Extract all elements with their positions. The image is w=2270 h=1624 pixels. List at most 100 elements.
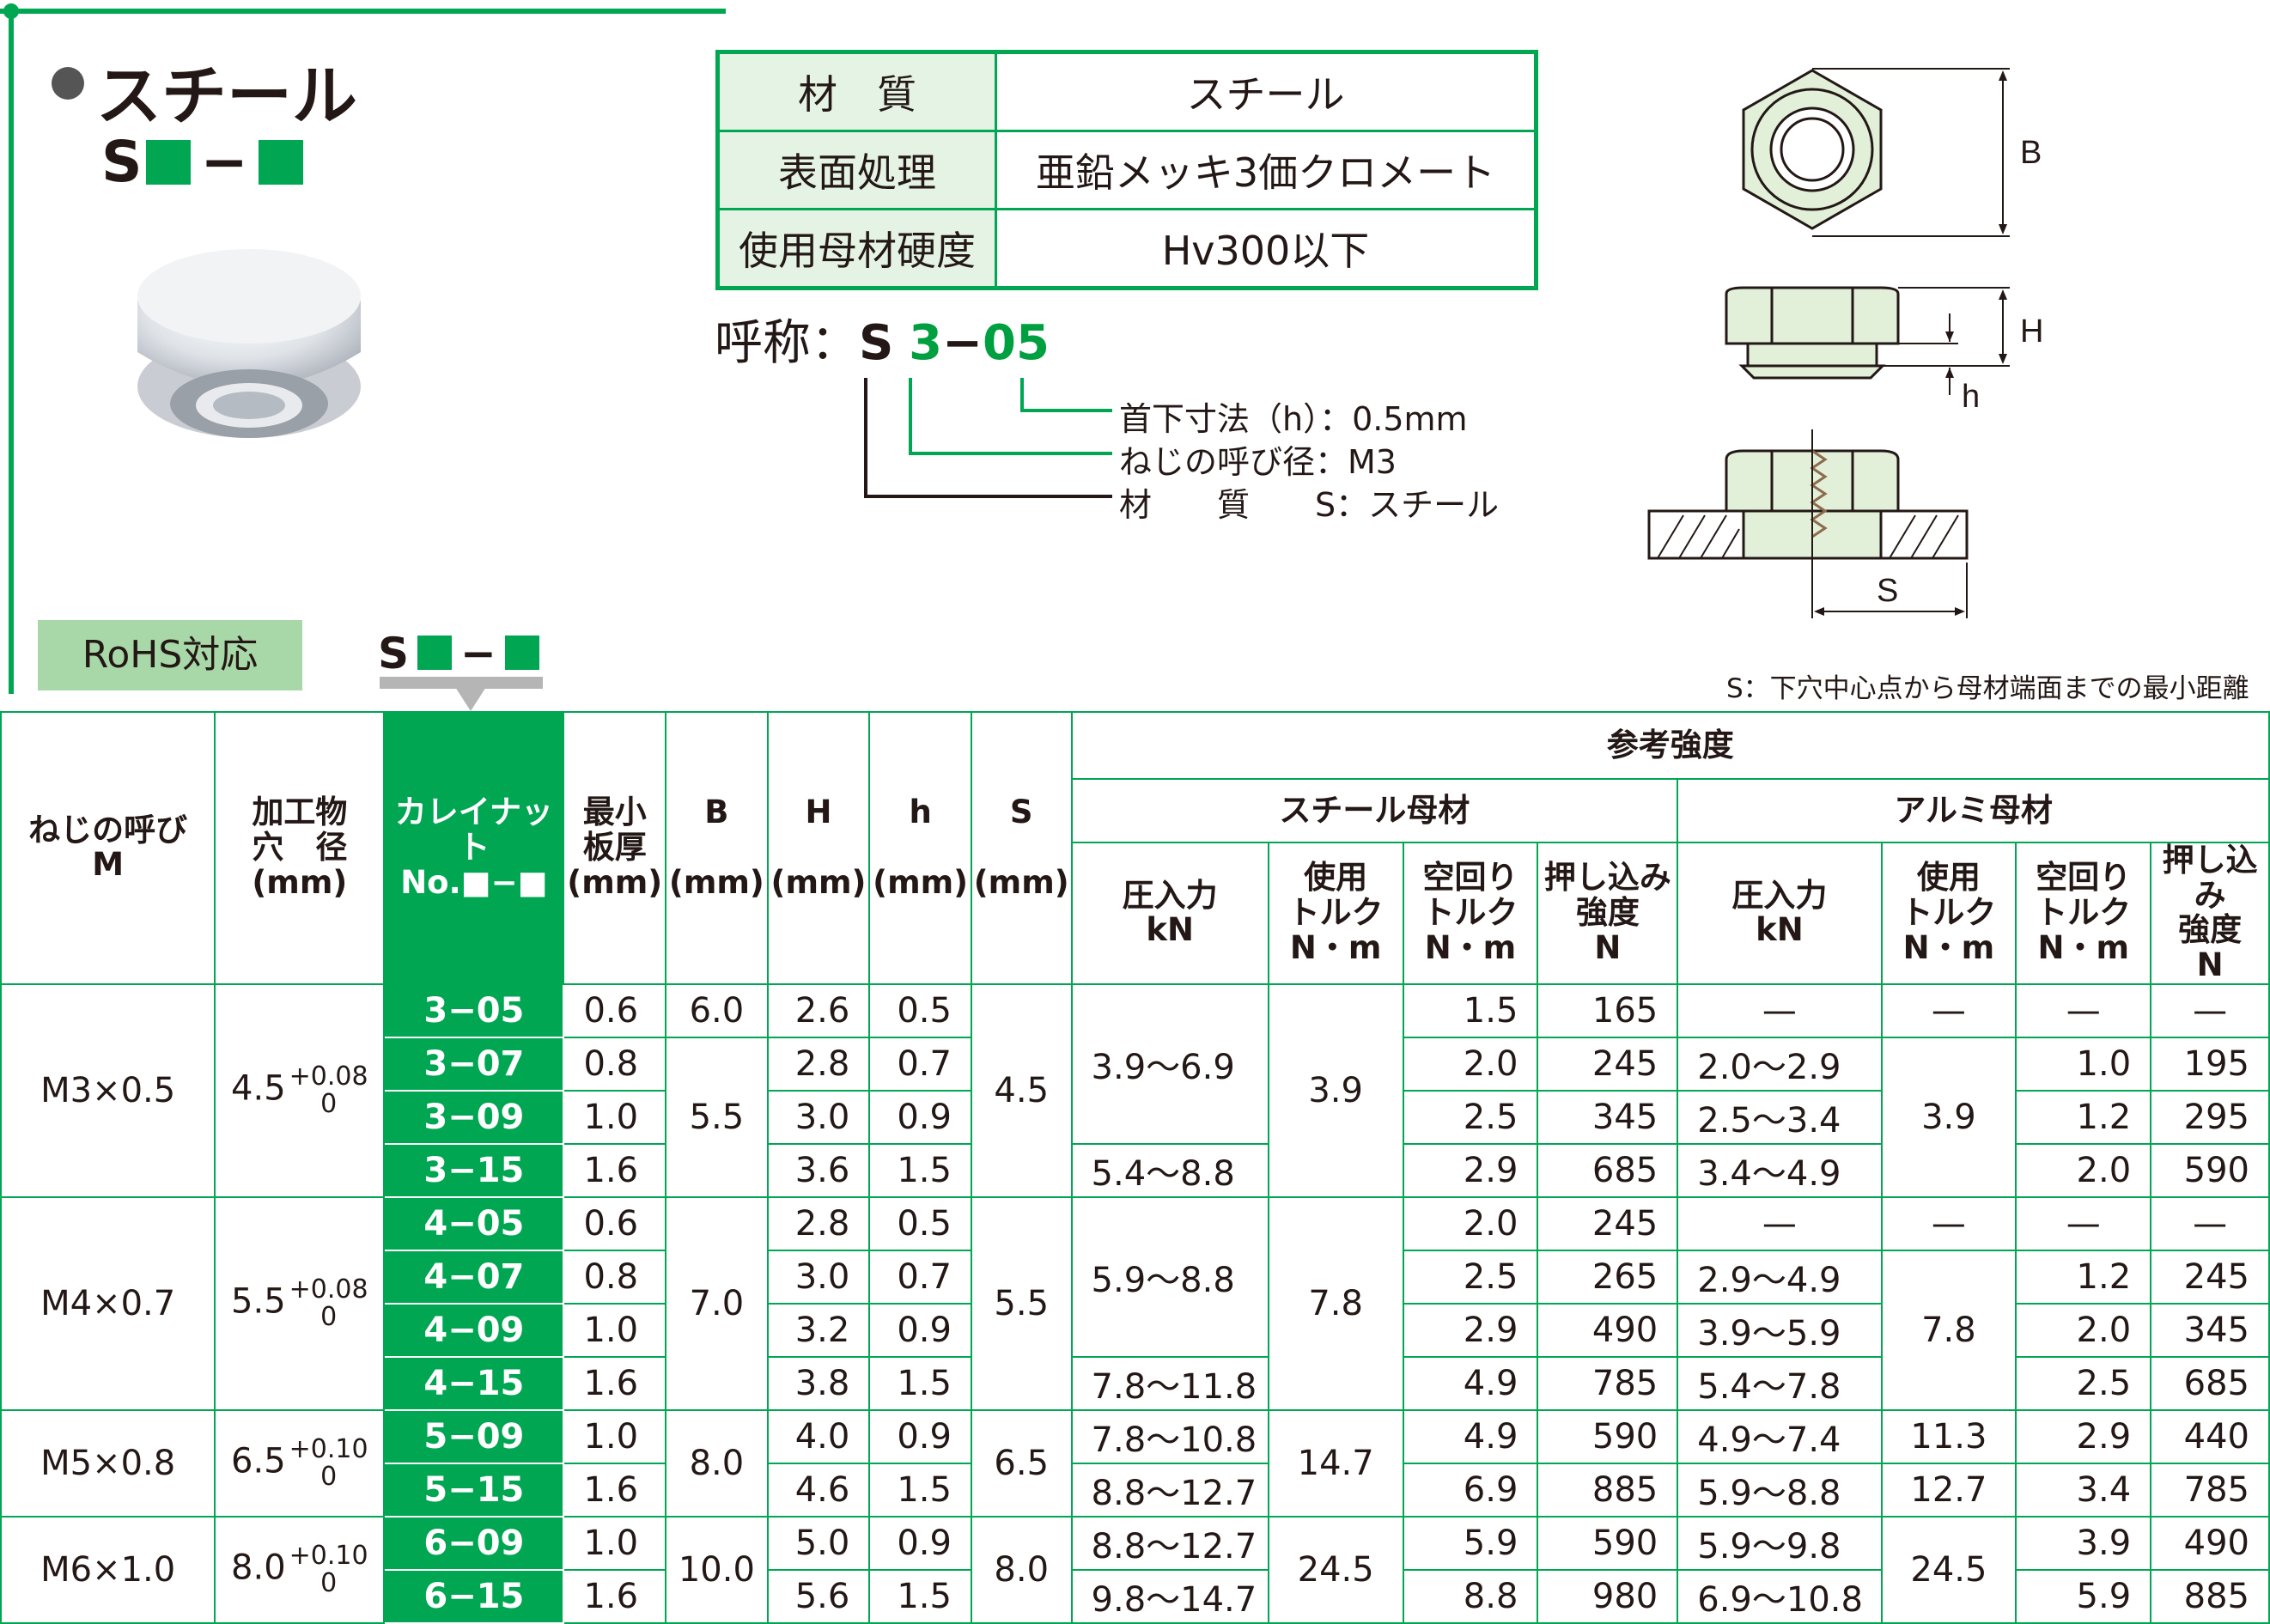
alu-press-cell: — bbox=[1677, 1195, 1883, 1251]
b-cell: 6.0 bbox=[665, 982, 769, 1038]
tolerance-lower: 0 bbox=[320, 1088, 338, 1119]
placeholder-square bbox=[417, 636, 453, 670]
alu-push-strength-cell: 490 bbox=[2150, 1515, 2270, 1571]
designation: 呼称：S 3−05 bbox=[715, 319, 1050, 368]
rohs-badge: RoHS対応 bbox=[38, 620, 302, 690]
min-thickness-cell: 1.6 bbox=[563, 1568, 667, 1624]
code-tag-bar bbox=[380, 677, 543, 689]
designation-size: 3 bbox=[909, 315, 943, 371]
min-thickness-cell: 1.6 bbox=[563, 1355, 667, 1411]
alu-press-cell: 2.9～4.9 bbox=[1677, 1249, 1883, 1305]
steel-spin-torque-cell: 2.0 bbox=[1402, 1195, 1539, 1251]
part-number-cell: 6−15 bbox=[383, 1568, 565, 1624]
tolerance-lower: 0 bbox=[320, 1461, 338, 1492]
steel-spin-torque-cell: 6.9 bbox=[1402, 1462, 1539, 1518]
header-reference-strength: 参考強度 bbox=[1070, 711, 2270, 780]
min-thickness-cell: 0.8 bbox=[563, 1036, 667, 1092]
h-cell: 4.0 bbox=[766, 1408, 871, 1464]
alu-torque-cell: 24.5 bbox=[1880, 1515, 2017, 1624]
product-photo bbox=[137, 249, 361, 438]
alu-spin-torque-cell: — bbox=[2015, 1195, 2152, 1251]
steel-push-strength-cell: 345 bbox=[1537, 1089, 1679, 1145]
thread-size-cell: M4×0.7 bbox=[0, 1195, 216, 1411]
steel-push-strength-cell: 590 bbox=[1537, 1515, 1679, 1571]
steel-spin-torque-cell: 2.9 bbox=[1402, 1142, 1539, 1198]
spec-row: 材 質スチール bbox=[716, 51, 1537, 132]
placeholder-square bbox=[145, 140, 191, 185]
spec-value: 亜鉛メッキ3価クロメート bbox=[995, 130, 1537, 210]
part-number-cell: 5−15 bbox=[383, 1462, 565, 1518]
designation-length: 05 bbox=[983, 315, 1050, 371]
code-tag-pointer bbox=[455, 687, 486, 711]
steel-push-strength-cell: 685 bbox=[1537, 1142, 1679, 1198]
alu-press-cell: 2.5～3.4 bbox=[1677, 1089, 1883, 1145]
alu-torque-cell: 7.8 bbox=[1880, 1249, 2017, 1411]
header-h-small: h(mm) bbox=[868, 711, 972, 985]
h-cell: 5.0 bbox=[766, 1515, 871, 1571]
designation-note: ねじの呼び径：M3 bbox=[1119, 443, 1397, 481]
hole-diameter-value: 6.5 bbox=[231, 1441, 286, 1481]
b-cell: 5.5 bbox=[665, 1036, 769, 1198]
part-number-cell: 4−07 bbox=[383, 1249, 565, 1305]
h-cell: 2.8 bbox=[766, 1036, 871, 1092]
spec-value: Hv300以下 bbox=[995, 208, 1537, 289]
header-s: S(mm) bbox=[970, 711, 1073, 985]
alu-spin-torque-cell: — bbox=[2015, 982, 2152, 1038]
alu-press-cell: 4.9～7.4 bbox=[1677, 1408, 1883, 1464]
thread-size-cell: M5×0.8 bbox=[0, 1408, 216, 1518]
s-cell: 5.5 bbox=[970, 1195, 1073, 1411]
h-small-cell: 0.9 bbox=[868, 1089, 972, 1145]
left-rule bbox=[9, 9, 14, 694]
tolerance-upper: +0.10 bbox=[289, 1541, 368, 1572]
dim-h-label: H bbox=[2020, 313, 2043, 350]
steel-push-strength-cell: 245 bbox=[1537, 1036, 1679, 1092]
alu-push-strength-cell: 785 bbox=[2150, 1462, 2270, 1518]
min-thickness-cell: 1.0 bbox=[563, 1089, 667, 1145]
min-thickness-cell: 1.6 bbox=[563, 1462, 667, 1518]
alu-torque-cell: — bbox=[1880, 982, 2017, 1038]
min-thickness-cell: 1.0 bbox=[563, 1302, 667, 1358]
code-prefix: S bbox=[101, 129, 143, 195]
alu-torque-cell: 11.3 bbox=[1880, 1408, 2017, 1464]
alu-push-strength-cell: 295 bbox=[2150, 1089, 2270, 1145]
h-small-cell: 1.5 bbox=[868, 1568, 972, 1624]
h-cell: 2.8 bbox=[766, 1195, 871, 1251]
alu-push-strength-cell: 345 bbox=[2150, 1302, 2270, 1358]
h-small-cell: 0.5 bbox=[868, 982, 972, 1038]
tolerance-upper: +0.08 bbox=[289, 1274, 368, 1305]
part-number-cell: 3−15 bbox=[383, 1142, 565, 1198]
part-number-cell: 4−05 bbox=[383, 1195, 565, 1251]
alu-press-cell: 3.9～5.9 bbox=[1677, 1302, 1883, 1358]
tolerance-lower: 0 bbox=[320, 1301, 338, 1332]
alu-spin-torque-cell: 2.0 bbox=[2015, 1142, 2152, 1198]
alu-push-strength-cell: 440 bbox=[2150, 1408, 2270, 1464]
alu-spin-torque-cell: 5.9 bbox=[2015, 1568, 2152, 1624]
spec-value: スチール bbox=[995, 51, 1537, 132]
b-cell: 10.0 bbox=[665, 1515, 769, 1624]
dim-s-label: S bbox=[1877, 573, 1898, 609]
h-small-cell: 0.9 bbox=[868, 1515, 972, 1571]
header-aluminium-base: アルミ母材 bbox=[1677, 778, 2270, 843]
thread-size-cell: M3×0.5 bbox=[0, 982, 216, 1198]
spec-key: 表面処理 bbox=[716, 130, 997, 210]
alu-spin-torque-cell: 2.9 bbox=[2015, 1408, 2152, 1464]
tolerance-upper: +0.08 bbox=[289, 1061, 368, 1092]
h-small-cell: 1.5 bbox=[868, 1355, 972, 1411]
s-cell: 8.0 bbox=[970, 1515, 1073, 1624]
alu-push-strength-cell: 245 bbox=[2150, 1249, 2270, 1305]
designation-dash: − bbox=[942, 315, 983, 371]
designation-label: 呼称： bbox=[715, 315, 859, 371]
steel-torque-cell: 24.5 bbox=[1267, 1515, 1404, 1624]
